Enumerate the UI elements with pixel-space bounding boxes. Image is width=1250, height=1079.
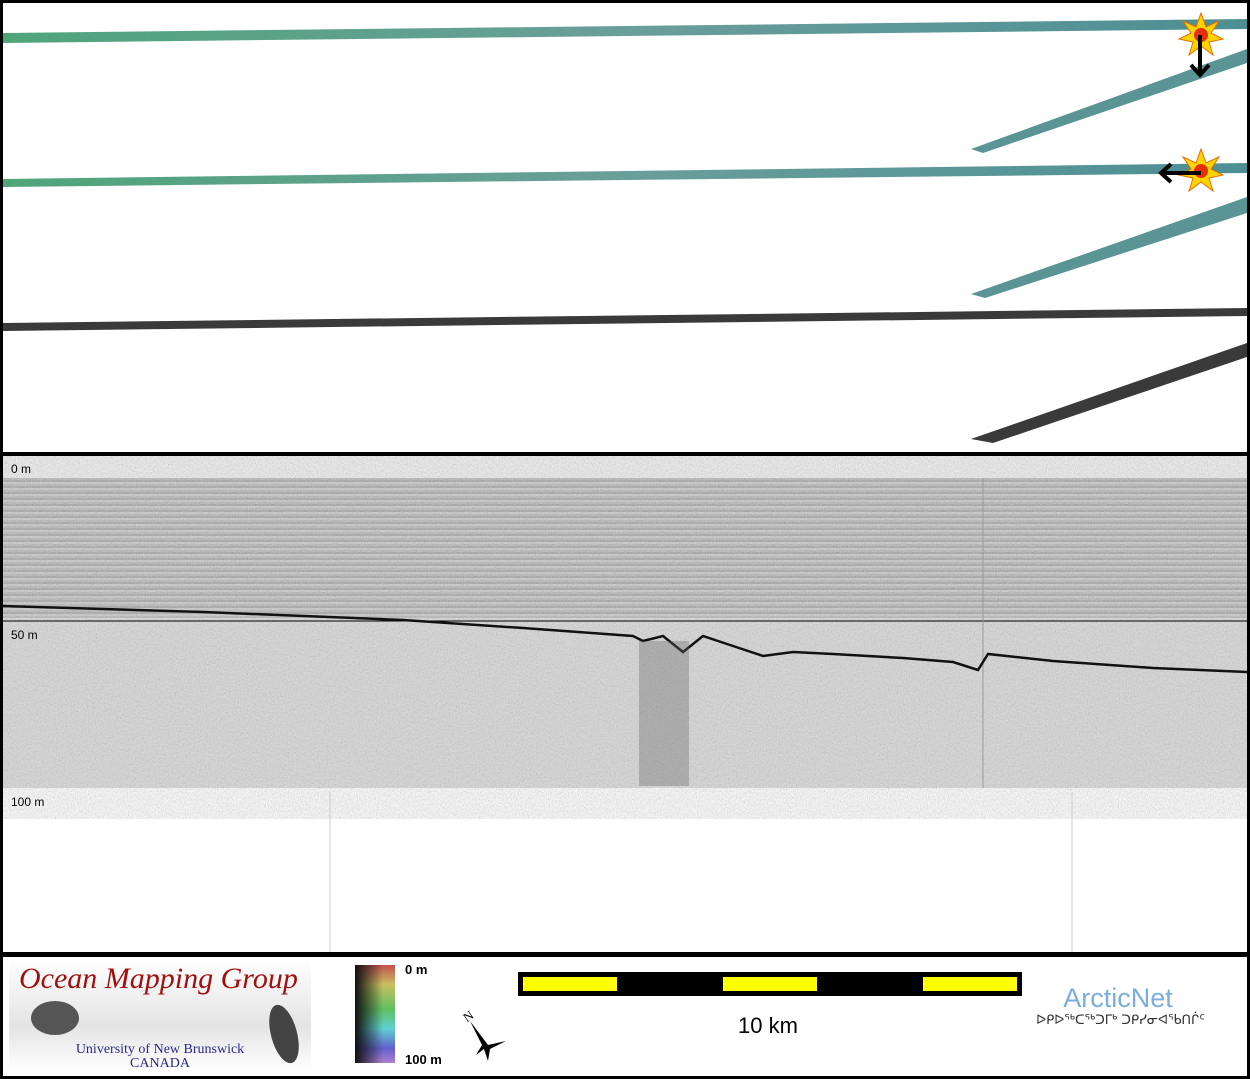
- arcticnet-logo: ArcticNet ᐅᑭᐅᖅᑕᖅᑐᒥᒃ ᑐᑭᓯᓂᐊᖃᑎᒌᑦ: [998, 983, 1248, 1028]
- seafloor-reflector: [3, 604, 1247, 674]
- arcticnet-name: ArcticNet: [1063, 983, 1173, 1013]
- depth-label-100: 100 m: [11, 795, 45, 809]
- arrow-down-icon: [1189, 35, 1211, 78]
- swath-tracks: [3, 11, 1247, 443]
- track-5: [3, 308, 1247, 331]
- profile-image: [3, 456, 1247, 952]
- logo-shape-icon: [31, 1001, 79, 1035]
- track-6: [971, 343, 1247, 443]
- arrow-left-icon: [1158, 162, 1201, 184]
- depth-label-50: 50 m: [11, 628, 38, 642]
- logo-country: CANADA: [130, 1056, 190, 1071]
- subbottom-profile-panel: 0 m 50 m 100 m: [3, 456, 1247, 952]
- north-label: N: [460, 1007, 477, 1025]
- scale-segment: [723, 977, 817, 991]
- track-3: [3, 163, 1247, 187]
- scale-bar: [518, 972, 1022, 996]
- scale-segment: [523, 977, 617, 991]
- scale-segment: [923, 977, 1017, 991]
- track-2: [971, 49, 1247, 153]
- track-4: [971, 197, 1247, 298]
- track-1: [3, 19, 1247, 43]
- depth-label-0: 0 m: [11, 462, 32, 476]
- north-arrow-icon: N: [460, 1007, 506, 1061]
- logo-university: University of New Brunswick: [75, 1042, 245, 1057]
- logo-title: Ocean Mapping Group: [19, 962, 298, 995]
- scale-bar-label: 10 km: [738, 1013, 798, 1038]
- ocean-mapping-group-logo: Ocean Mapping Group University of New Br…: [9, 959, 311, 1071]
- colorbar-top-label: 0 m: [405, 962, 428, 977]
- legend-footer: Ocean Mapping Group University of New Br…: [3, 957, 1247, 1076]
- depth-colorbar: [355, 965, 395, 1063]
- colorbar-bottom-label: 100 m: [405, 1052, 442, 1067]
- arcticnet-syllabics: ᐅᑭᐅᖅᑕᖅᑐᒥᒃ ᑐᑭᓯᓂᐊᖃᑎᒌᑦ: [1036, 1013, 1205, 1028]
- swath-map-panel: [3, 3, 1247, 452]
